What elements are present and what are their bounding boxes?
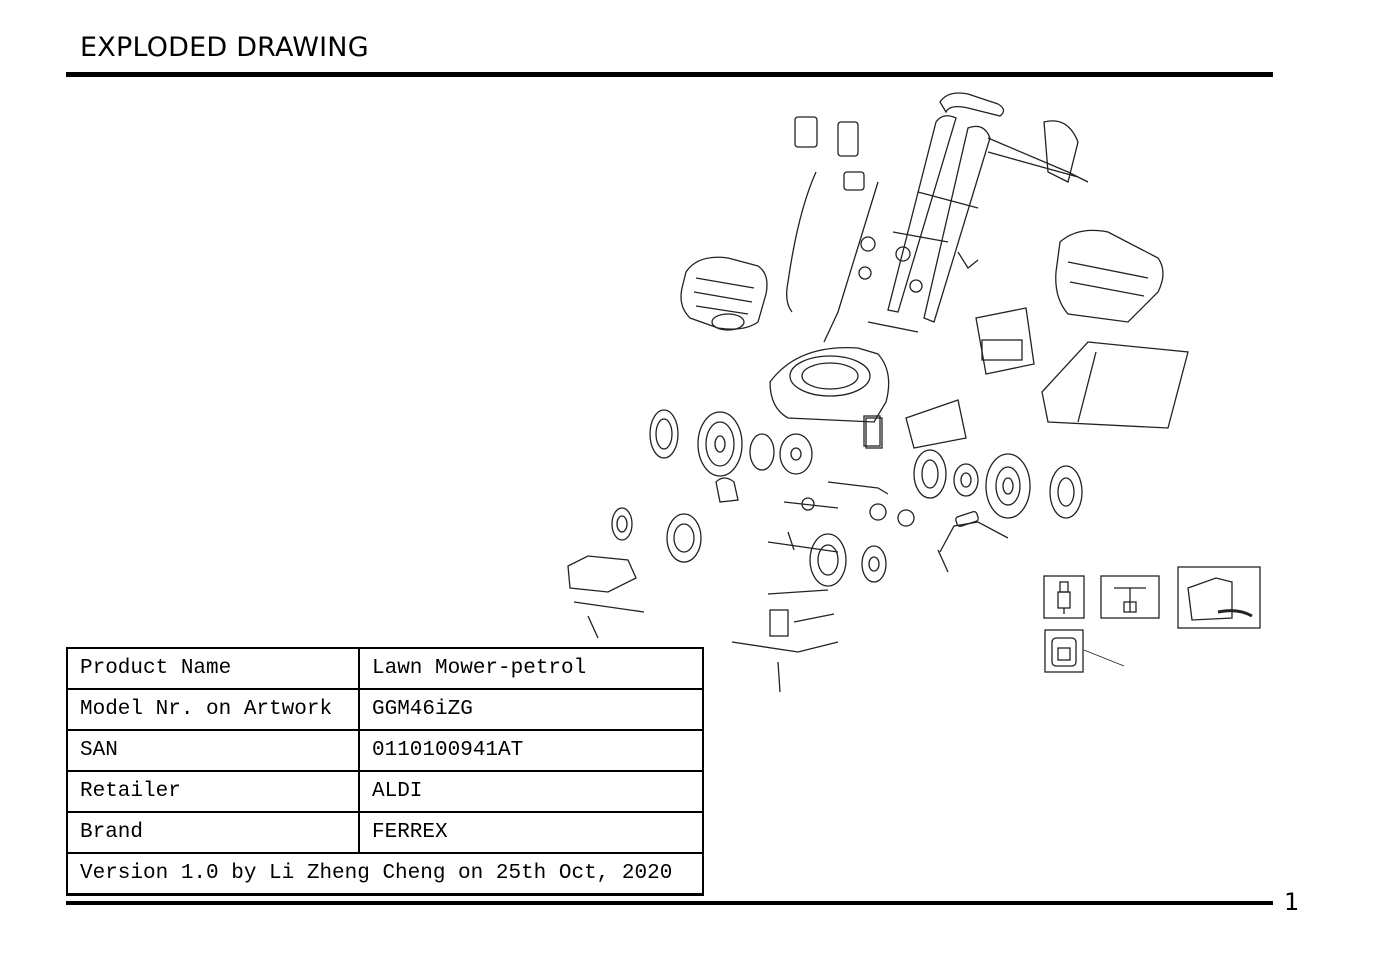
row-label: Model Nr. on Artwork [66,688,360,731]
fuel-can-icon [1187,577,1253,621]
table-row: Model Nr. on Artwork GGM46iZG [66,688,704,731]
table-row: Retailer ALDI [66,770,704,813]
row-label: Product Name [66,647,360,690]
row-value: GGM46iZG [358,688,704,731]
row-label: Retailer [66,770,360,813]
row-value: ALDI [358,770,704,813]
spark-plug-wrench-icon [1114,587,1146,613]
product-info-table: Product Name Lawn Mower-petrol Model Nr.… [66,647,704,896]
right-wheels [913,449,1083,519]
table-row: Product Name Lawn Mower-petrol [66,647,704,690]
mulching-plug [865,307,1035,449]
oil-bottle-icon [1051,637,1077,667]
drive-parts [715,477,915,553]
row-value: 0110100941AT [358,729,704,772]
handle-assembly [858,92,1089,333]
header-rule [66,72,1273,77]
grass-catcher [1041,229,1189,429]
exploded-drawing [567,92,1261,693]
row-label: SAN [66,729,360,772]
height-lever [937,510,1009,573]
engine [680,256,768,331]
blade-assembly [731,589,839,693]
page-number: 1 [1284,888,1300,916]
version-note: Version 1.0 by Li Zheng Cheng on 25th Oc… [66,852,704,896]
row-label: Brand [66,811,360,854]
row-value: Lawn Mower-petrol [358,647,704,690]
front-wheels [611,507,887,587]
control-parts [786,116,879,343]
rear-wheels [649,409,813,477]
row-value: FERREX [358,811,704,854]
accessories [1043,566,1261,673]
table-row: Brand FERREX [66,811,704,854]
page-title: EXPLODED DRAWING [80,32,369,63]
spark-plug-icon [1057,581,1071,614]
table-row: SAN 0110100941AT [66,729,704,772]
footer-rule [66,901,1273,905]
mower-deck [769,346,890,447]
table-row-version: Version 1.0 by Li Zheng Cheng on 25th Oc… [66,852,704,896]
side-discharge [567,555,645,639]
